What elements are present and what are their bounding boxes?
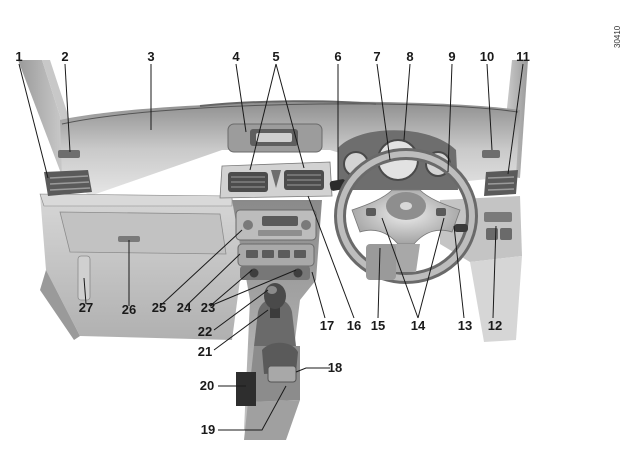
passenger-footwell <box>40 270 80 340</box>
callout-labels: 1 2 3 4 5 6 7 8 9 10 11 12 13 14 15 16 1… <box>15 49 529 437</box>
callout-8: 8 <box>406 49 413 64</box>
centre-display <box>227 123 323 153</box>
callout-27: 27 <box>79 300 93 315</box>
callout-5: 5 <box>272 49 279 64</box>
right-demist-vent <box>482 150 500 158</box>
callout-21: 21 <box>198 344 212 359</box>
callout-15: 15 <box>371 318 385 333</box>
callout-4: 4 <box>232 49 240 64</box>
left-side-vent <box>44 170 92 196</box>
callout-11: 11 <box>516 49 530 64</box>
callout-18: 18 <box>328 360 342 375</box>
leader-lines <box>18 63 524 431</box>
callout-9: 9 <box>448 49 455 64</box>
callout-25: 25 <box>152 300 166 315</box>
windscreen-edge <box>61 103 519 125</box>
storage-compartment <box>236 372 256 406</box>
climate-panel <box>237 243 315 267</box>
callout-26: 26 <box>122 302 136 317</box>
callout-7: 7 <box>373 49 380 64</box>
trim-strip <box>39 193 233 207</box>
figure-reference: 30410 <box>613 25 622 48</box>
callout-19: 19 <box>201 422 215 437</box>
side-demist-vent <box>58 150 80 158</box>
callout-16: 16 <box>347 318 361 333</box>
callout-24: 24 <box>177 300 192 315</box>
callout-10: 10 <box>480 49 494 64</box>
callout-13: 13 <box>458 318 472 333</box>
callout-2: 2 <box>61 49 68 64</box>
glovebox <box>59 211 227 255</box>
centre-vents <box>219 161 333 199</box>
radio-panel <box>235 209 317 241</box>
callout-14: 14 <box>411 318 426 333</box>
callout-3: 3 <box>147 49 154 64</box>
defrost-strip <box>199 100 377 107</box>
callout-17: 17 <box>320 318 334 333</box>
right-footwell <box>470 256 522 342</box>
glovebox-handle <box>118 236 140 242</box>
socket-panel <box>240 266 310 280</box>
steering-column <box>366 244 396 280</box>
callout-6: 6 <box>334 49 341 64</box>
steering-wheel <box>334 148 478 284</box>
right-side-vent <box>484 170 518 196</box>
driver-switches <box>484 212 512 240</box>
callout-20: 20 <box>200 378 214 393</box>
column-stalk-lower <box>454 224 468 232</box>
callout-22: 22 <box>198 324 212 339</box>
callout-1: 1 <box>15 49 22 64</box>
callout-12: 12 <box>488 318 502 333</box>
lower-console <box>244 342 300 440</box>
callout-23: 23 <box>201 300 215 315</box>
gear-lever <box>254 283 296 346</box>
